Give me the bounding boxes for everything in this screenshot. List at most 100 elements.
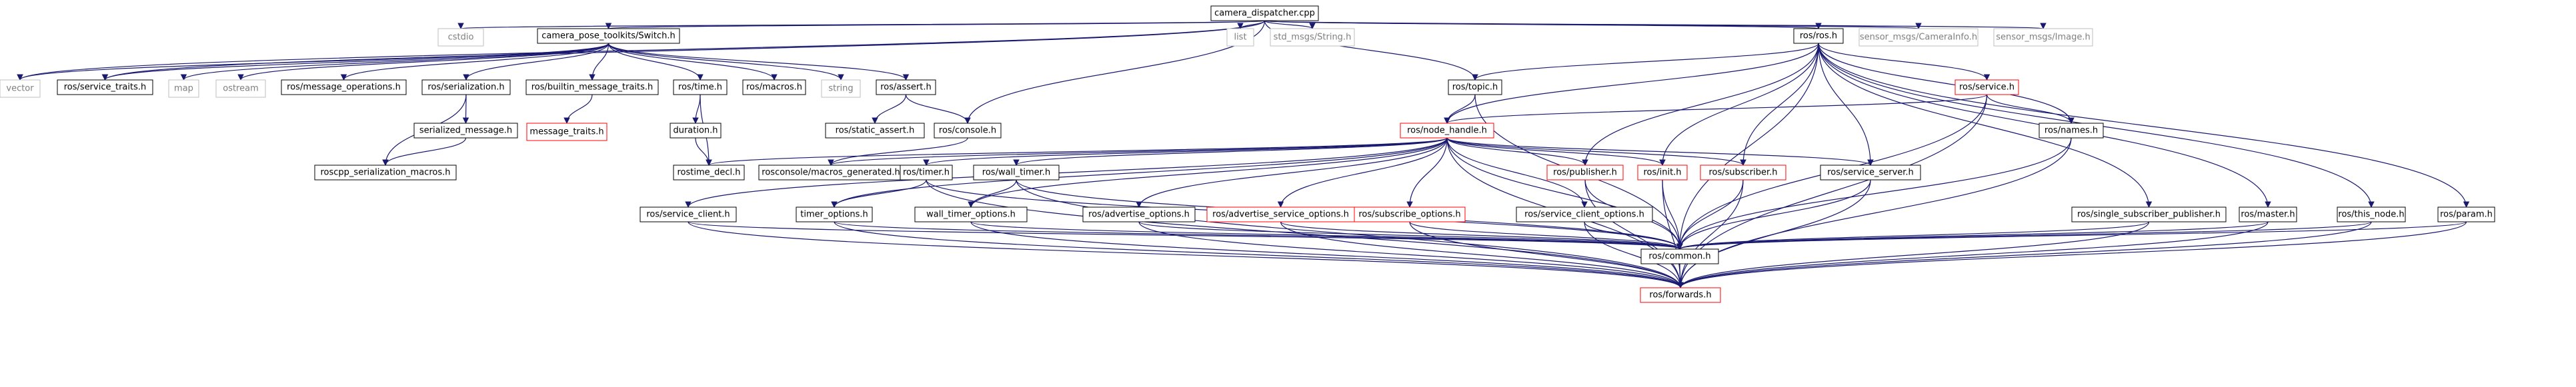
node-box: [670, 123, 722, 139]
node-duration[interactable]: duration.h: [670, 123, 722, 139]
node-service[interactable]: ros/service.h: [1955, 79, 2019, 95]
edge-camera_dispatcher-to-cstdio: [458, 20, 1266, 29]
node-serialized-message[interactable]: serialized_message.h: [413, 123, 518, 139]
node-wall-timer[interactable]: ros/wall_timer.h: [973, 165, 1060, 181]
edge-ros_ros-to-publisher: [1582, 43, 1819, 166]
node-label: message_traits.h: [529, 127, 603, 137]
node-box: [57, 79, 153, 95]
node-roscpp-serialization-macros[interactable]: roscpp_serialization_macros.h: [314, 165, 457, 181]
node-box: [1955, 79, 2019, 95]
node-box: [973, 165, 1060, 181]
node-publisher[interactable]: ros/publisher.h: [1546, 165, 1624, 181]
node-label: ros/forwards.h: [1649, 290, 1711, 300]
edge-subscribe_options-to-common: [1409, 221, 1683, 250]
node-box: [796, 206, 873, 222]
node-box: [537, 28, 680, 44]
edge-switch-to-map: [180, 43, 609, 81]
node-label: ros/advertise_options.h: [1088, 210, 1190, 220]
node-builtin-message-traits[interactable]: ros/builtin_message_traits.h: [525, 79, 659, 95]
node-label: ros/single_subscriber_publisher.h: [2077, 210, 2221, 220]
node-label: camera_pose_toolkits/Switch.h: [541, 31, 675, 41]
edge-ros_ros-to-single_subscriber_publisher: [1818, 43, 2153, 208]
node-wall-timer-options[interactable]: wall_timer_options.h: [914, 206, 1028, 222]
edge-switch-to-ostream: [237, 43, 609, 81]
node-subscribe-options[interactable]: ros/subscribe_options.h: [1354, 206, 1466, 222]
node-timer-options[interactable]: timer_options.h: [796, 206, 873, 222]
node-label: vector: [6, 84, 34, 94]
edge-this_node-to-common: [1676, 221, 2372, 250]
edge-advertise_service_options-to-common: [1280, 221, 1683, 250]
node-label: ros/subscribe_options.h: [1358, 210, 1460, 220]
node-label: ros/common.h: [1648, 252, 1710, 262]
edge-serialized_message-to-roscpp_serialization_macros: [382, 137, 467, 166]
node-service-traits[interactable]: ros/service_traits.h: [57, 79, 153, 95]
edge-node_handle-to-advertise_service_options: [1277, 137, 1448, 208]
node-forwards[interactable]: ros/forwards.h: [1640, 287, 1721, 303]
edge-node_handle-to-service_client: [685, 137, 1448, 208]
node-label: ros/timer.h: [903, 168, 950, 178]
node-master[interactable]: ros/master.h: [2239, 206, 2297, 222]
edge-init-to-common: [1662, 179, 1683, 250]
node-label: ros/macros.h: [746, 83, 802, 93]
node-timer[interactable]: ros/timer.h: [900, 165, 953, 181]
node-label: ros/static_assert.h: [836, 126, 915, 136]
node-init[interactable]: ros/init.h: [1637, 165, 1688, 181]
node-box: [1858, 28, 1979, 47]
node-serialization[interactable]: ros/serialization.h: [421, 79, 511, 95]
edge-node_handle-to-subscriber: [1446, 137, 1746, 166]
node-cstdio: cstdio: [437, 28, 484, 47]
node-label: ros/service_client.h: [646, 210, 730, 220]
node-rosconsole-macros-generated[interactable]: rosconsole/macros_generated.h: [758, 165, 904, 181]
node-names[interactable]: ros/names.h: [2039, 123, 2104, 139]
node-macros[interactable]: ros/macros.h: [742, 79, 806, 95]
node-service-client[interactable]: ros/service_client.h: [639, 206, 737, 222]
node-box: [2071, 206, 2227, 222]
node-service-client-options[interactable]: ros/service_client_options.h: [1516, 206, 1653, 222]
node-box: [1226, 28, 1254, 47]
node-label: ros/this_node.h: [2338, 210, 2404, 220]
node-label: string: [828, 84, 853, 94]
node-assert[interactable]: ros/assert.h: [876, 79, 936, 95]
edge-subscriber-to-common: [1676, 179, 1744, 250]
node-box: [2239, 206, 2297, 222]
edge-camera_dispatcher-to-std_msgs_string: [1264, 20, 1316, 29]
node-rostime-decl[interactable]: rostime_decl.h: [673, 165, 745, 181]
node-box: [1082, 206, 1196, 222]
node-topic[interactable]: ros/topic.h: [1448, 79, 1502, 95]
node-box: [437, 28, 484, 47]
node-box: [2039, 123, 2104, 139]
node-label: ros/init.h: [1643, 168, 1681, 178]
node-sensor-image: sensor_msgs/Image.h: [1993, 28, 2093, 47]
node-this-node[interactable]: ros/this_node.h: [2337, 206, 2406, 222]
node-switch[interactable]: camera_pose_toolkits/Switch.h: [537, 28, 680, 44]
node-static-assert[interactable]: ros/static_assert.h: [825, 123, 925, 139]
node-camera-dispatcher[interactable]: camera_dispatcher.cpp: [1210, 5, 1319, 21]
node-map: map: [168, 79, 199, 98]
node-ros-ros[interactable]: ros/ros.h: [1793, 28, 1844, 44]
node-label: camera_dispatcher.cpp: [1214, 9, 1315, 19]
edge-node_handle-to-rosconsole_macros_generated: [828, 137, 1448, 166]
node-time[interactable]: ros/time.h: [673, 79, 728, 95]
node-message-operations[interactable]: ros/message_operations.h: [281, 79, 407, 95]
node-param[interactable]: ros/param.h: [2437, 206, 2495, 222]
node-subscriber[interactable]: ros/subscriber.h: [1700, 165, 1786, 181]
node-advertise-options[interactable]: ros/advertise_options.h: [1082, 206, 1196, 222]
node-std-msgs-string: std_msgs/String.h: [1270, 28, 1355, 47]
node-box: [1354, 206, 1466, 222]
node-single-subscriber-publisher[interactable]: ros/single_subscriber_publisher.h: [2071, 206, 2227, 222]
edge-advertise_options-to-common: [1138, 221, 1683, 250]
node-service-server[interactable]: ros/service_server.h: [1820, 165, 1921, 181]
node-label: std_msgs/String.h: [1274, 33, 1352, 43]
node-box: [1270, 28, 1355, 47]
node-common[interactable]: ros/common.h: [1640, 248, 1719, 264]
node-advertise-service-options[interactable]: ros/advertise_service_options.h: [1206, 206, 1355, 222]
node-message-traits[interactable]: message_traits.h: [526, 123, 607, 141]
node-node-handle[interactable]: ros/node_handle.h: [1400, 123, 1494, 139]
edge-node_handle-to-rostime_decl: [706, 137, 1448, 166]
edge-init-to-forwards: [1662, 179, 1684, 288]
node-console[interactable]: ros/console.h: [934, 123, 1002, 139]
edge-service_client_options-to-common: [1584, 221, 1683, 250]
node-label: rosconsole/macros_generated.h: [762, 168, 900, 178]
